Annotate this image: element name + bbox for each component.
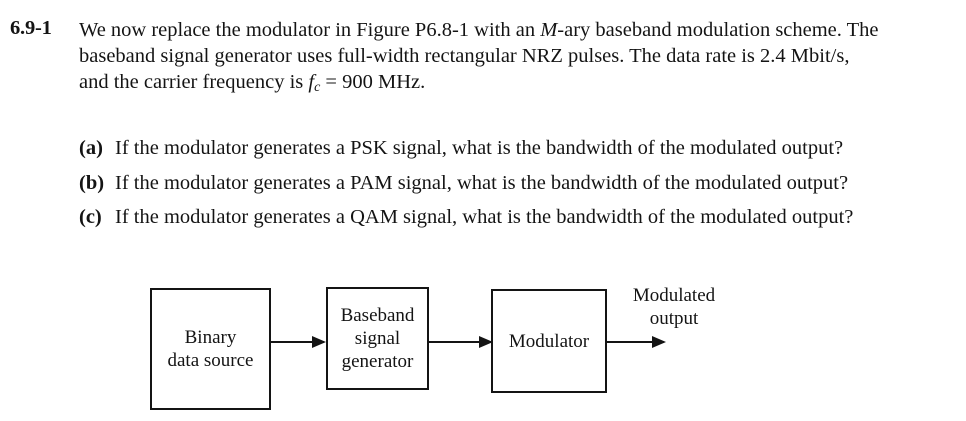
carrier-frequency-value: = 900 MHz. [320, 71, 426, 93]
part-a: (a) If the modulator generates a PSK sign… [79, 137, 843, 160]
part-c-label: (c) [79, 206, 102, 228]
part-a-label: (a) [79, 137, 103, 159]
part-b: (b) If the modulator generates a PAM sign… [79, 172, 848, 195]
part-c: (c) If the modulator generates a QAM sign… [79, 206, 853, 229]
problem-line-3: and the carrier frequency is fc = 900 MH… [79, 69, 959, 101]
arrow-baseband-to-modulator [429, 336, 493, 348]
arrow-source-to-baseband [271, 336, 326, 348]
binary-data-source-block: Binary data source [150, 288, 271, 410]
part-b-text: If the modulator generates a PAM signal,… [115, 172, 849, 194]
binary-data-source-label: Binary data source [167, 327, 254, 371]
baseband-signal-generator-label: Baseband signal generator [340, 305, 415, 372]
block-diagram: Binary data source Baseband signal gener… [140, 275, 740, 415]
problem-statement: We now replace the modulator in Figure P… [79, 17, 959, 101]
problem-line-1-start: We now replace the modulator in Figure P… [79, 19, 541, 41]
modulator-block: Modulator [491, 289, 607, 393]
m-ary-symbol: M [540, 19, 558, 41]
part-c-text: If the modulator generates a QAM signal,… [115, 206, 854, 228]
modulated-output-label: Modulated output [632, 285, 716, 329]
part-a-text: If the modulator generates a PSK signal,… [115, 137, 844, 159]
carrier-frequency-symbol: f [308, 71, 315, 93]
modulator-label: Modulator [508, 330, 590, 352]
problem-line-1-end: -ary baseband modulation scheme. The [557, 19, 879, 41]
problem-line-3-start: and the carrier frequency is [79, 71, 309, 93]
part-b-label: (b) [79, 172, 105, 194]
problem-line-1: We now replace the modulator in Figure P… [79, 17, 959, 43]
carrier-frequency-subscript: c [314, 80, 321, 95]
problem-line-2: baseband signal generator uses full-widt… [79, 45, 850, 67]
arrow-modulator-to-output [607, 336, 666, 348]
baseband-signal-generator-block: Baseband signal generator [326, 287, 429, 390]
problem-number: 6.9-1 [10, 17, 52, 39]
